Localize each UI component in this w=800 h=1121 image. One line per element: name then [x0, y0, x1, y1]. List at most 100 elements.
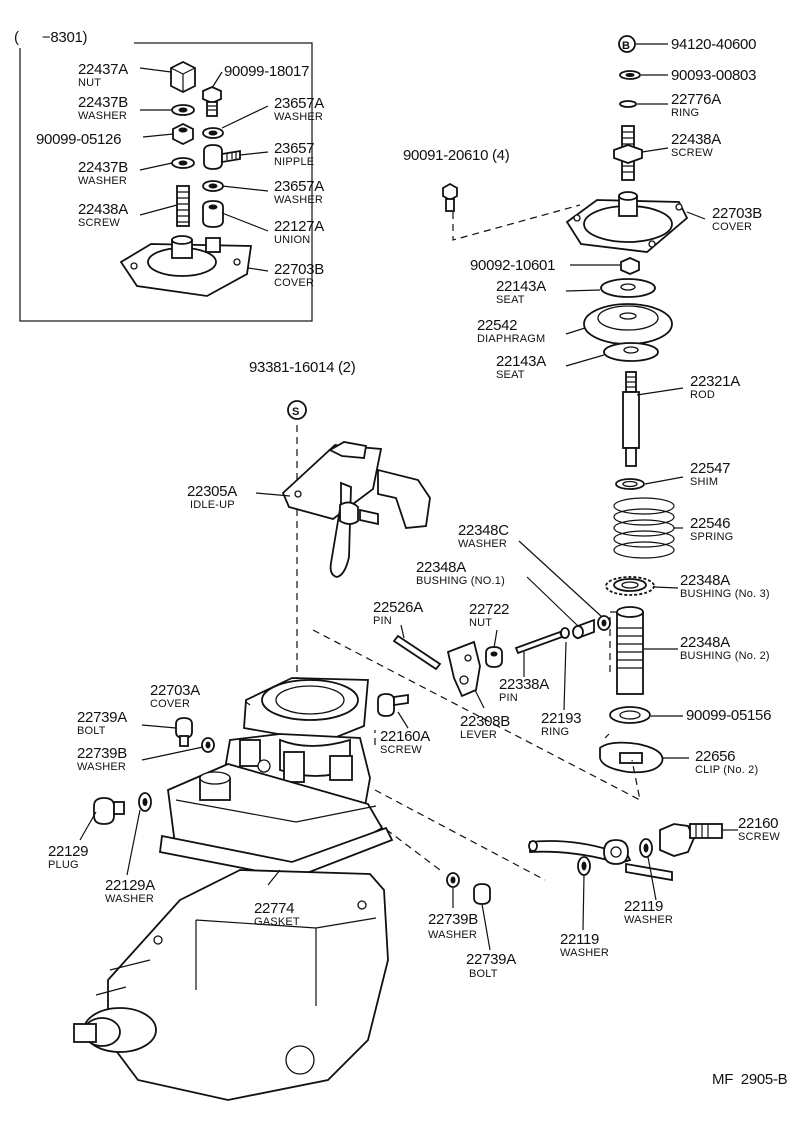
svg-text:WASHER: WASHER: [78, 110, 127, 122]
svg-text:22348C: 22348C: [458, 522, 509, 539]
svg-text:PIN: PIN: [373, 615, 392, 627]
svg-text:93381-16014 (2): 93381-16014 (2): [249, 359, 356, 376]
svg-text:22160: 22160: [738, 815, 778, 832]
leader-22305a: [255, 492, 291, 497]
label-90093: 90093-00803: [671, 67, 756, 84]
svg-text:22703B: 22703B: [712, 205, 762, 222]
svg-text:22193: 22193: [541, 710, 581, 727]
svg-text:NUT: NUT: [469, 617, 492, 629]
svg-text:22438A: 22438A: [671, 131, 721, 148]
svg-text:22739A: 22739A: [77, 709, 127, 726]
svg-text:WASHER: WASHER: [274, 111, 323, 123]
linkage-parts-drawing: [392, 615, 611, 698]
svg-text:B: B: [622, 40, 630, 52]
svg-text:BUSHING (NO.1): BUSHING (NO.1): [416, 575, 505, 587]
svg-text:90099-05156: 90099-05156: [686, 707, 771, 724]
svg-text:22119: 22119: [560, 931, 599, 948]
svg-text:UNION: UNION: [274, 234, 310, 246]
svg-text:22348A: 22348A: [680, 572, 730, 589]
svg-text:94120-40600: 94120-40600: [671, 36, 756, 53]
svg-text:22338A: 22338A: [499, 676, 549, 693]
svg-text:22348A: 22348A: [416, 559, 466, 576]
svg-text:BOLT: BOLT: [469, 968, 498, 980]
svg-text:90091-20610 (4): 90091-20610 (4): [403, 147, 510, 164]
svg-text:22739A: 22739A: [466, 951, 516, 968]
svg-text:22774: 22774: [254, 900, 294, 917]
svg-text:23657: 23657: [274, 140, 314, 157]
svg-text:22437B: 22437B: [78, 94, 128, 111]
housing-small-parts: [93, 693, 491, 905]
fuel-line-leaders: [582, 829, 738, 931]
svg-text:22547: 22547: [690, 460, 730, 477]
svg-text:GASKET: GASKET: [254, 916, 300, 928]
svg-text:NUT: NUT: [78, 77, 101, 89]
svg-text:22305A: 22305A: [187, 483, 237, 500]
svg-text:90092-10601: 90092-10601: [470, 257, 555, 274]
svg-text:CLIP (No. 2): CLIP (No. 2): [695, 764, 758, 776]
inset-leaders: [139, 67, 269, 272]
svg-text:22160A: 22160A: [380, 728, 430, 745]
svg-text:22656: 22656: [695, 748, 735, 765]
label-90099-05126: 90099-05126: [36, 131, 121, 148]
svg-text:WASHER: WASHER: [78, 175, 127, 187]
fuel-line-drawing: [528, 823, 723, 882]
svg-text:22321A: 22321A: [690, 373, 740, 390]
svg-text:90099-18017: 90099-18017: [224, 63, 309, 80]
svg-text:SPRING: SPRING: [690, 531, 733, 543]
svg-text:DIAPHRAGM: DIAPHRAGM: [477, 333, 545, 345]
svg-text:SCREW: SCREW: [671, 147, 713, 159]
cover-stack-leaders: [565, 43, 706, 759]
svg-text:PLUG: PLUG: [48, 859, 79, 871]
svg-text:COVER: COVER: [712, 221, 752, 233]
svg-text:22127A: 22127A: [274, 218, 324, 235]
svg-text:22129A: 22129A: [105, 877, 155, 894]
svg-text:IDLE-UP: IDLE-UP: [190, 499, 235, 511]
svg-text:22776A: 22776A: [671, 91, 721, 108]
svg-text:COVER: COVER: [274, 277, 314, 289]
governor-housing-drawing: [73, 677, 394, 1101]
inset-header: ( −8301): [14, 29, 88, 46]
svg-text:22143A: 22143A: [496, 353, 546, 370]
svg-text:WASHER: WASHER: [458, 538, 507, 550]
svg-text:23657A: 23657A: [274, 178, 324, 195]
svg-text:22703B: 22703B: [274, 261, 324, 278]
label-90099-18017: 90099-18017: [224, 63, 309, 80]
svg-text:22739B: 22739B: [77, 745, 127, 762]
svg-text:WASHER: WASHER: [77, 761, 126, 773]
idle-up-drawing: S: [281, 400, 431, 578]
svg-text:COVER: COVER: [150, 698, 190, 710]
svg-text:22438A: 22438A: [78, 201, 128, 218]
svg-text:22546: 22546: [690, 515, 730, 532]
svg-text:SHIM: SHIM: [690, 476, 718, 488]
svg-text:WASHER: WASHER: [274, 194, 323, 206]
svg-text:WASHER: WASHER: [560, 947, 609, 959]
svg-text:BUSHING (No. 2): BUSHING (No. 2): [680, 650, 770, 662]
